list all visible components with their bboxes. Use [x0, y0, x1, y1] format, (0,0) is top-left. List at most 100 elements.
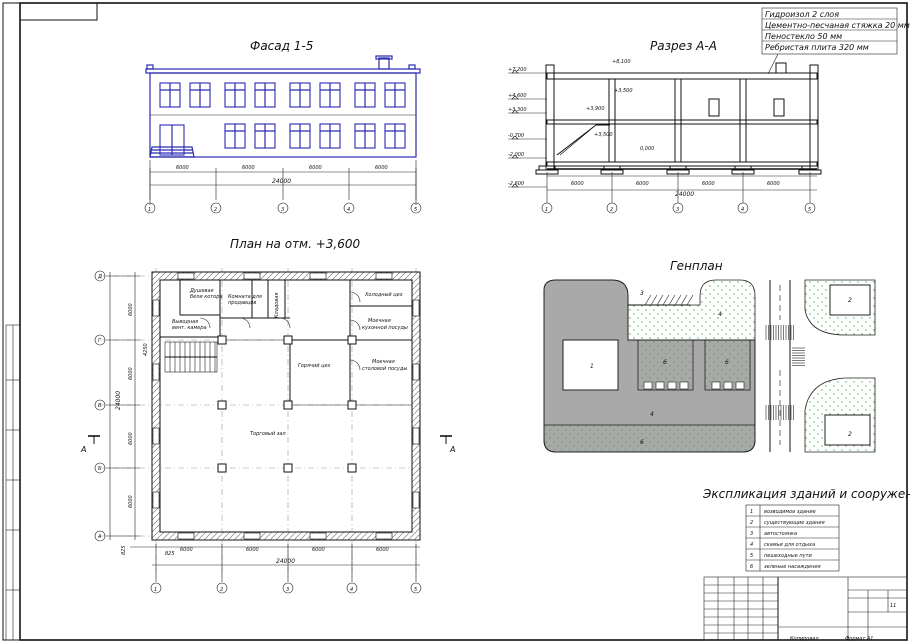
roof-level: +8,100 — [612, 59, 631, 65]
section-stair — [556, 124, 610, 156]
window — [254, 123, 276, 149]
dim-label: 6000 — [375, 165, 388, 171]
layers-box: Гидроизол 2 слоя Цементно-песчаная стяжк… — [761, 7, 910, 75]
facade-windows-lower — [224, 123, 406, 149]
room-8: Горячий цех — [298, 363, 331, 369]
site-num-6c: 6 — [640, 439, 644, 446]
explication-name: возводимое здание — [764, 509, 816, 515]
dim-label: 6000 — [767, 181, 780, 187]
room-9: Торговый зал — [250, 431, 286, 437]
axis-marker — [94, 530, 106, 542]
site-num-1: 1 — [590, 363, 594, 370]
right-wall — [809, 64, 819, 171]
section-view: Разрез А-А Гидроизол 2 слоя Цементно-пес… — [508, 7, 910, 214]
plan-total-width: 24000 — [276, 558, 295, 565]
axis-marker — [410, 202, 422, 214]
dim-label: 6000 — [128, 432, 134, 445]
axis-label: 1 — [545, 207, 548, 213]
section-total-dim: 24000 — [675, 191, 694, 198]
svg-text:+7,200: +7,200 — [508, 67, 527, 73]
level-mark: -0,700 — [508, 133, 547, 140]
window — [289, 123, 311, 149]
site-num-6b: 6 — [725, 359, 729, 366]
level-mark: +3,300 — [508, 107, 547, 114]
axis-label: Г — [98, 338, 102, 344]
axis-label: 5 — [414, 587, 417, 593]
site-plan-title: Генплан — [670, 259, 723, 273]
plan-total-height: 24000 — [115, 391, 122, 410]
window — [319, 82, 341, 108]
mark-3900: +3,900 — [586, 106, 605, 112]
layer-3: Пеностекло 50 мм — [765, 32, 842, 41]
window — [375, 272, 393, 280]
section-mark-left-label: А — [80, 445, 86, 454]
site-existing-building-bottom — [824, 414, 871, 446]
layer-4: Ребристая плита 320 мм — [765, 43, 869, 52]
column — [347, 335, 357, 345]
axis-marker — [150, 582, 162, 594]
door-upper-2 — [773, 98, 785, 117]
door-upper-1 — [708, 98, 720, 117]
floor-slab — [546, 119, 818, 125]
axis-marker — [346, 582, 358, 594]
facade-total-dim: 24000 — [272, 178, 291, 185]
site-num-2a: 2 — [848, 297, 852, 304]
dim-label: 6000 — [702, 181, 715, 187]
section-title: Разрез А-А — [650, 39, 717, 53]
column — [217, 335, 227, 345]
window — [177, 272, 195, 280]
axis-label: 3 — [286, 587, 289, 593]
window — [254, 82, 276, 108]
mark-zero: 0,000 — [640, 146, 654, 152]
level-mark: +7,200 — [508, 67, 547, 74]
inner-frame — [19, 2, 908, 641]
window — [152, 363, 160, 381]
column — [739, 78, 747, 163]
axis-label: 2 — [220, 587, 223, 593]
column — [283, 335, 293, 345]
window — [152, 427, 160, 445]
column — [283, 400, 293, 410]
room-1b: бели котора — [190, 294, 222, 300]
svg-text:-0,700: -0,700 — [508, 133, 524, 139]
bench — [711, 381, 721, 390]
axis-marker — [94, 462, 106, 474]
window — [319, 123, 341, 149]
explication-num: 6 — [750, 564, 753, 570]
column — [347, 400, 357, 410]
window — [354, 82, 376, 108]
site-num-2b: 2 — [848, 431, 852, 438]
room-2b: продавцов — [228, 300, 256, 306]
axis-label: 5 — [808, 207, 811, 213]
axis-label: 3 — [281, 207, 284, 213]
window — [152, 299, 160, 317]
level-mark: -2,600 — [508, 181, 547, 188]
mark-3500-top: +3,500 — [614, 88, 633, 94]
site-green-top — [627, 279, 756, 341]
explication-name: зеленые насаждения — [764, 564, 821, 570]
window — [243, 532, 261, 540]
axis-label: Б — [98, 466, 102, 472]
bench — [667, 381, 677, 390]
axis-marker — [343, 202, 355, 214]
explication-name: пешеходные пути — [764, 553, 812, 559]
axis-label: В — [98, 403, 102, 409]
site-green-block-1 — [637, 339, 694, 391]
entrance-stairs — [149, 146, 195, 158]
room-7: Моечная — [372, 359, 395, 365]
mark-3500-bottom: +3,500 — [594, 132, 613, 138]
axis-marker — [804, 202, 816, 214]
dim-label: 6000 — [571, 181, 584, 187]
axis-marker — [94, 270, 106, 282]
window — [412, 491, 420, 509]
dim-label: 6000 — [376, 547, 389, 553]
column — [217, 463, 227, 473]
facade-windows-upper — [159, 82, 406, 108]
axis-marker — [144, 202, 156, 214]
site-num-4b: 4 — [650, 411, 654, 418]
bench — [723, 381, 733, 390]
explication-num: 2 — [750, 520, 753, 526]
plan-bottom-offset: 825 — [121, 545, 127, 555]
axis-marker — [410, 582, 422, 594]
